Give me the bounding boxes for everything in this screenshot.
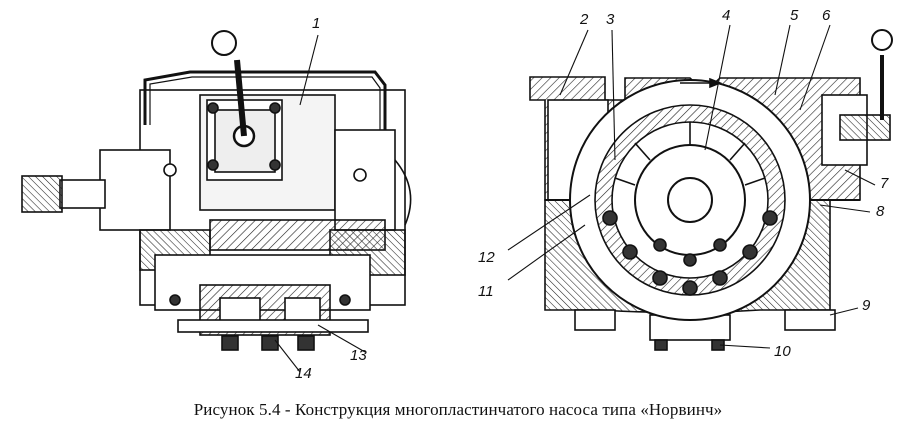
label-2: 2 [579, 11, 589, 28]
label-9: 9 [862, 297, 871, 314]
label-5: 5 [790, 7, 799, 24]
label-6: 6 [822, 7, 831, 24]
section-view [529, 29, 893, 351]
label-3: 3 [606, 11, 615, 28]
label-13: 13 [350, 347, 367, 364]
pump-drawing: 1 2 3 4 5 6 7 8 9 10 11 12 13 14 [21, 7, 893, 382]
part-labels: 1 2 3 4 5 6 7 8 9 10 11 12 13 14 [295, 7, 889, 382]
label-4: 4 [722, 7, 730, 24]
label-8: 8 [876, 203, 885, 220]
label-7: 7 [880, 175, 889, 192]
side-view [21, 30, 412, 351]
label-11: 11 [478, 283, 494, 300]
figure-caption: Рисунок 5.4 - Конструкция многопластинча… [193, 400, 723, 419]
label-12: 12 [478, 249, 495, 266]
label-1: 1 [312, 15, 320, 32]
leader-lines-left [274, 34, 366, 373]
leader-lines-right [507, 24, 876, 349]
label-10: 10 [774, 343, 791, 360]
label-14: 14 [295, 365, 312, 382]
